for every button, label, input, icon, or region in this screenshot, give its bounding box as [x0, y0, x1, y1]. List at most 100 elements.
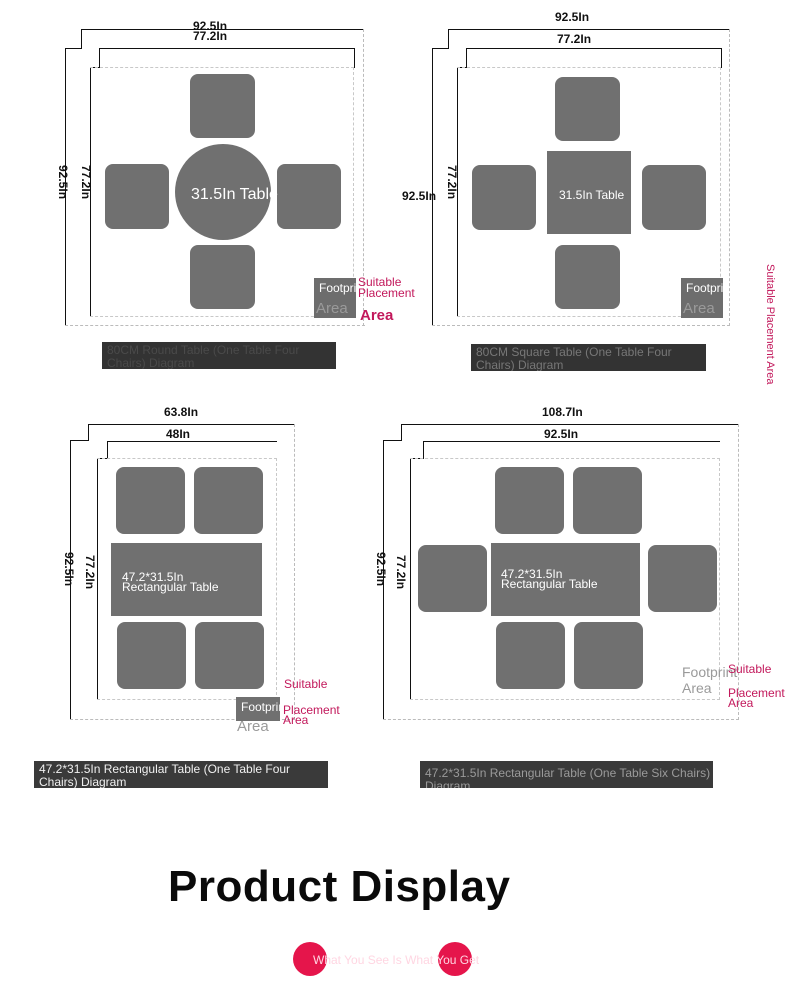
slogan-dot-left [293, 942, 327, 976]
outer-frame-top [401, 424, 739, 425]
outer-frame-right [738, 424, 740, 720]
inner-frame-step [107, 441, 108, 459]
inner-frame-dashed [410, 458, 720, 700]
chair-right [642, 165, 706, 230]
diagram-caption: 80CM Round Table (One Table Four Chairs)… [102, 342, 336, 369]
chair-left [418, 545, 487, 612]
chair-top-right [194, 467, 263, 534]
outer-height-label: 92.5In [374, 552, 388, 587]
suitable-label-vertical: Suitable Placement Area [764, 264, 776, 385]
outer-frame-bottom [432, 325, 730, 327]
inner-frame-top [423, 441, 720, 442]
outer-frame-left [70, 440, 71, 720]
inner-height-label: 77.2In [445, 165, 459, 200]
outer-height-label: 92.5In [56, 165, 70, 200]
outer-frame-right [294, 424, 296, 720]
suitable-label-line2: Placement [358, 286, 415, 300]
inner-frame-left [457, 67, 458, 317]
slogan-text: What You See Is What You Get [313, 953, 480, 967]
rect-table [491, 543, 640, 616]
inner-frame-left [97, 458, 98, 700]
outer-frame-right [363, 29, 365, 326]
footprint-area-text: Area [683, 300, 715, 317]
suitable-label-line1: Suitable [358, 275, 402, 289]
inner-frame-step [466, 48, 467, 68]
rect-table-label-line2: Rectangular Table [122, 580, 219, 594]
footprint-area-box: Footprint Area [681, 278, 723, 318]
page-headline: Product Display [168, 862, 511, 911]
rect-table-label-line2: Rectangular Table [501, 577, 598, 591]
diagram-caption: 47.2*31.5In Rectangular Table (One Table… [420, 761, 756, 788]
outer-frame-step-h [432, 48, 449, 49]
footprint-area-text: Area [237, 718, 269, 735]
rect-table [111, 543, 262, 616]
outer-frame-step-h [65, 48, 82, 49]
outer-frame-left [65, 48, 66, 326]
diagram-caption: 47.2*31.5In Rectangular Table (One Table… [34, 761, 328, 788]
chair-right [648, 545, 717, 612]
inner-frame-top [466, 48, 722, 49]
chair-bottom [555, 245, 620, 309]
outer-frame-step [448, 29, 449, 49]
round-table-label: 31.5In Table [191, 186, 278, 203]
outer-frame-left [432, 48, 433, 326]
footprint-area-box: Footprint Area [314, 278, 356, 318]
outer-width-label: 63.8In [164, 405, 199, 419]
outer-frame-step-h [383, 440, 402, 441]
inner-frame-step [423, 441, 424, 459]
outer-frame-step-h [70, 440, 89, 441]
outer-frame-bottom [70, 719, 295, 721]
outer-frame-bottom [383, 719, 739, 721]
outer-frame-bottom [65, 325, 365, 327]
outer-frame-step [401, 424, 402, 441]
suitable-label-line2: Placement [283, 703, 340, 717]
suitable-label-line3: Area [728, 696, 754, 710]
suitable-label-line1: Suitable [728, 662, 772, 676]
inner-width-label: 92.5In [544, 427, 579, 441]
rect-table-label-line1: 47.2*31.5In [122, 570, 184, 584]
inner-frame-top [99, 48, 355, 49]
chair-top-left [116, 467, 185, 534]
chair-bottom [190, 245, 255, 309]
chair-right [277, 164, 341, 229]
footprint-area-text: Area [682, 680, 712, 696]
outer-frame-right [729, 29, 731, 326]
chair-bottom-left [117, 622, 186, 689]
outer-width-label: 92.5In [193, 19, 228, 33]
inner-frame-left [90, 67, 91, 317]
inner-width-label: 77.2In [557, 32, 592, 46]
inner-frame-dashed [97, 458, 277, 700]
chair-top [190, 74, 255, 138]
inner-frame-left [410, 458, 411, 700]
outer-frame-top [88, 424, 295, 425]
footprint-text: Footprint [241, 700, 280, 714]
footprint-area-text: Area [316, 300, 348, 317]
chair-bottom-right [195, 622, 264, 689]
slogan-dot-right [438, 942, 472, 976]
suitable-label-line1: Suitable [284, 677, 328, 691]
round-table [175, 144, 271, 240]
footprint-text: Footprint [682, 664, 738, 680]
chair-top-left [495, 467, 564, 534]
chair-bottom-left [496, 622, 565, 689]
square-table-label: 31.5In Table [559, 188, 625, 202]
chair-bottom-right [574, 622, 643, 689]
chair-left [472, 165, 536, 230]
inner-width-label: 48In [166, 427, 191, 441]
footprint-area-box: Footprint [236, 697, 280, 721]
inner-frame-dashed [457, 67, 721, 317]
inner-height-label: 77.2In [83, 555, 97, 590]
inner-frame-dashed [90, 67, 354, 317]
inner-frame-right-tick [721, 48, 722, 68]
inner-frame-right-tick [354, 48, 355, 68]
inner-frame-top [107, 441, 277, 442]
inner-frame-step [99, 48, 100, 68]
rect-table-label-line1: 47.2*31.5In [501, 567, 563, 581]
outer-frame-top [448, 29, 730, 30]
square-table [547, 151, 631, 234]
outer-frame-step [81, 29, 82, 49]
suitable-label-line3: Area [360, 307, 394, 324]
outer-frame-top [81, 29, 364, 30]
chair-left [105, 164, 169, 229]
footprint-text: Footprint [319, 281, 356, 295]
